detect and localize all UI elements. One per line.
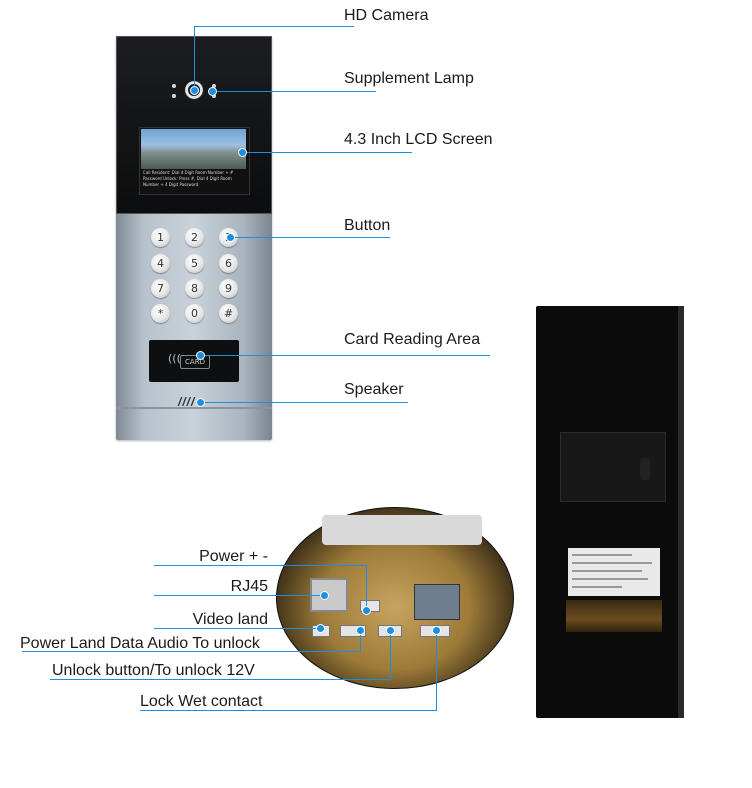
lamp-led-icon xyxy=(172,84,176,88)
keypad-key-hash: # xyxy=(219,304,238,323)
callout-speaker: Speaker xyxy=(344,381,404,398)
keypad-key-0: 0 xyxy=(185,304,204,323)
lcd-instructions: Call Resident: Dial 4 Digit Room Number … xyxy=(143,170,246,188)
leader-line xyxy=(360,630,361,652)
keypad-key-star: * xyxy=(151,304,170,323)
wiring-unlock-button: Unlock button/To unlock 12V xyxy=(52,662,255,679)
lcd-landscape-image xyxy=(141,129,246,169)
lamp-led-icon xyxy=(172,94,176,98)
callout-lcd-screen: 4.3 Inch LCD Screen xyxy=(344,131,493,148)
relay-module xyxy=(414,584,460,620)
keypad-key-2: 2 xyxy=(185,228,204,247)
back-circuit-board xyxy=(566,600,662,632)
zoom-terminal-label-strip xyxy=(322,515,482,545)
callout-supplement-lamp: Supplement Lamp xyxy=(344,70,474,87)
keypad-key-8: 8 xyxy=(185,279,204,298)
card-reader xyxy=(149,340,239,382)
leader-dot xyxy=(362,606,371,615)
leader-line xyxy=(242,152,412,153)
leader-line xyxy=(200,355,490,356)
leader-dot xyxy=(386,626,395,635)
leader-line xyxy=(50,679,390,680)
leader-line xyxy=(390,630,391,680)
speaker-grille-icon: //// xyxy=(178,395,196,409)
back-mount-holes xyxy=(640,458,650,480)
keypad-key-1: 1 xyxy=(151,228,170,247)
leader-dot xyxy=(316,624,325,633)
wiring-rj45: RJ45 xyxy=(230,578,268,595)
wiring-power: Power + - xyxy=(199,548,268,565)
back-housing-recess xyxy=(560,432,666,502)
lcd-line: Call Resident: Dial 4 Digit Room Number … xyxy=(143,170,234,175)
keypad-key-6: 6 xyxy=(219,254,238,273)
keypad-key-7: 7 xyxy=(151,279,170,298)
leader-dot xyxy=(432,626,441,635)
back-spec-sticker xyxy=(568,548,660,596)
leader-dot xyxy=(196,351,205,360)
callout-hd-camera: HD Camera xyxy=(344,7,429,24)
leader-dot xyxy=(190,86,199,95)
leader-line xyxy=(200,402,408,403)
leader-dot xyxy=(356,626,365,635)
wiring-power-land: Power Land Data Audio To unlock xyxy=(20,635,260,652)
leader-line xyxy=(154,565,366,566)
leader-line xyxy=(230,237,390,238)
keypad-key-4: 4 xyxy=(151,254,170,273)
keypad-key-5: 5 xyxy=(185,254,204,273)
callout-card-reading-area: Card Reading Area xyxy=(344,331,481,348)
panel-divider xyxy=(116,407,272,409)
leader-dot xyxy=(208,87,217,96)
lamp-led-icon xyxy=(212,94,216,98)
leader-line xyxy=(194,26,195,90)
leader-line xyxy=(436,630,437,711)
leader-line xyxy=(366,565,367,610)
wiring-lock-wet-contact: Lock Wet contact xyxy=(140,693,263,710)
leader-line xyxy=(140,710,436,711)
lamp-led-icon xyxy=(212,84,216,88)
wiring-video-land: Video land xyxy=(192,611,268,628)
leader-line xyxy=(154,595,324,596)
lcd-line: Password Unlock: Press #, Dial 4 Digit R… xyxy=(143,176,232,187)
keypad-key-9: 9 xyxy=(219,279,238,298)
leader-dot xyxy=(196,398,205,407)
card-badge: CARD xyxy=(180,355,210,369)
leader-line xyxy=(154,628,320,629)
leader-line xyxy=(22,651,360,652)
back-housing-rim xyxy=(678,306,684,718)
leader-line xyxy=(212,91,376,92)
leader-dot xyxy=(320,591,329,600)
intercom-back-housing xyxy=(536,306,680,718)
leader-line xyxy=(194,26,354,27)
leader-dot xyxy=(238,148,247,157)
rfid-wave-icon: ((( xyxy=(168,352,181,365)
callout-button: Button xyxy=(344,217,391,234)
leader-dot xyxy=(226,233,235,242)
